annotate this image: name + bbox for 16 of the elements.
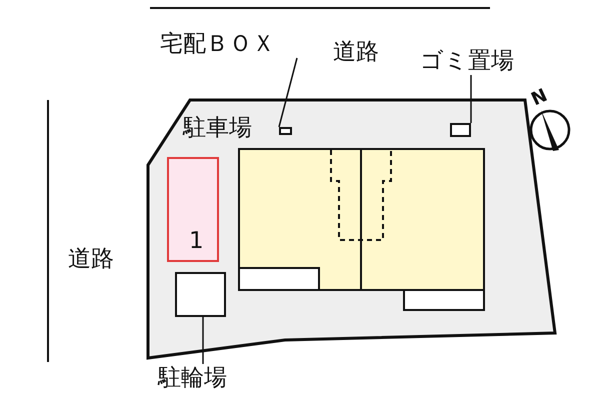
road-label: 道路 (333, 38, 379, 66)
space-number: 1 (189, 227, 204, 255)
leader-label: ゴミ置場 (420, 47, 538, 75)
storage-box (450, 123, 471, 137)
parking-space (167, 157, 219, 262)
leader-line (470, 75, 472, 123)
leader-label: 駐輪場 (158, 364, 248, 392)
building-drawing (238, 148, 485, 311)
area-label: 駐車場 (183, 114, 252, 142)
storage-box (279, 127, 292, 135)
bicycle-shed (175, 272, 226, 317)
leader-line (278, 58, 298, 128)
road-label: 道路 (68, 245, 114, 273)
north-label: N (527, 84, 552, 112)
leader-label: 宅配ＢＯＸ (160, 30, 302, 58)
leader-line (202, 317, 204, 364)
